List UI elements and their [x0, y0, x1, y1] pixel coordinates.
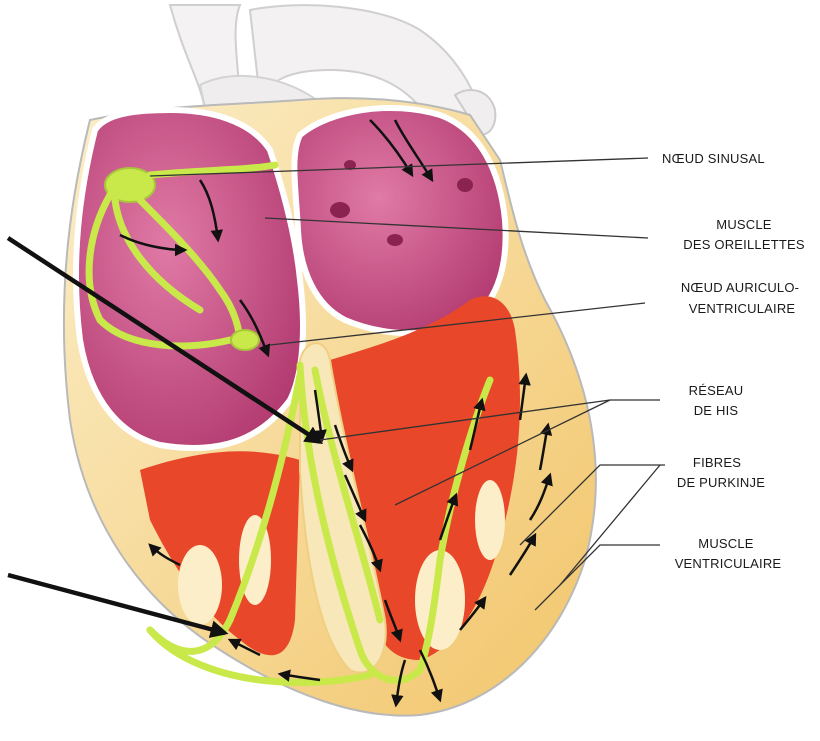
- label-muscle-ventriculaire-line1: MUSCLE: [698, 536, 754, 551]
- right-atrium: [76, 110, 303, 448]
- label-noeud-sinusal: NŒUD SINUSAL: [662, 151, 765, 166]
- label-noeud-av-line2: VENTRICULAIRE: [689, 301, 796, 316]
- label-purkinje-line1: FIBRES: [693, 455, 741, 470]
- label-purkinje-line2: DE PURKINJE: [677, 475, 765, 490]
- label-reseau-his-line1: RÉSEAU: [689, 383, 744, 398]
- label-reseau-his-line2: DE HIS: [694, 403, 739, 418]
- label-muscle-oreillettes-line2: DES OREILLETTES: [683, 237, 805, 252]
- labels: NŒUD SINUSAL MUSCLE DES OREILLETTES NŒUD…: [662, 151, 805, 571]
- label-muscle-ventriculaire-line2: VENTRICULAIRE: [675, 556, 782, 571]
- label-muscle-oreillettes-line1: MUSCLE: [716, 217, 772, 232]
- label-noeud-av-line1: NŒUD AURICULO-: [681, 280, 799, 295]
